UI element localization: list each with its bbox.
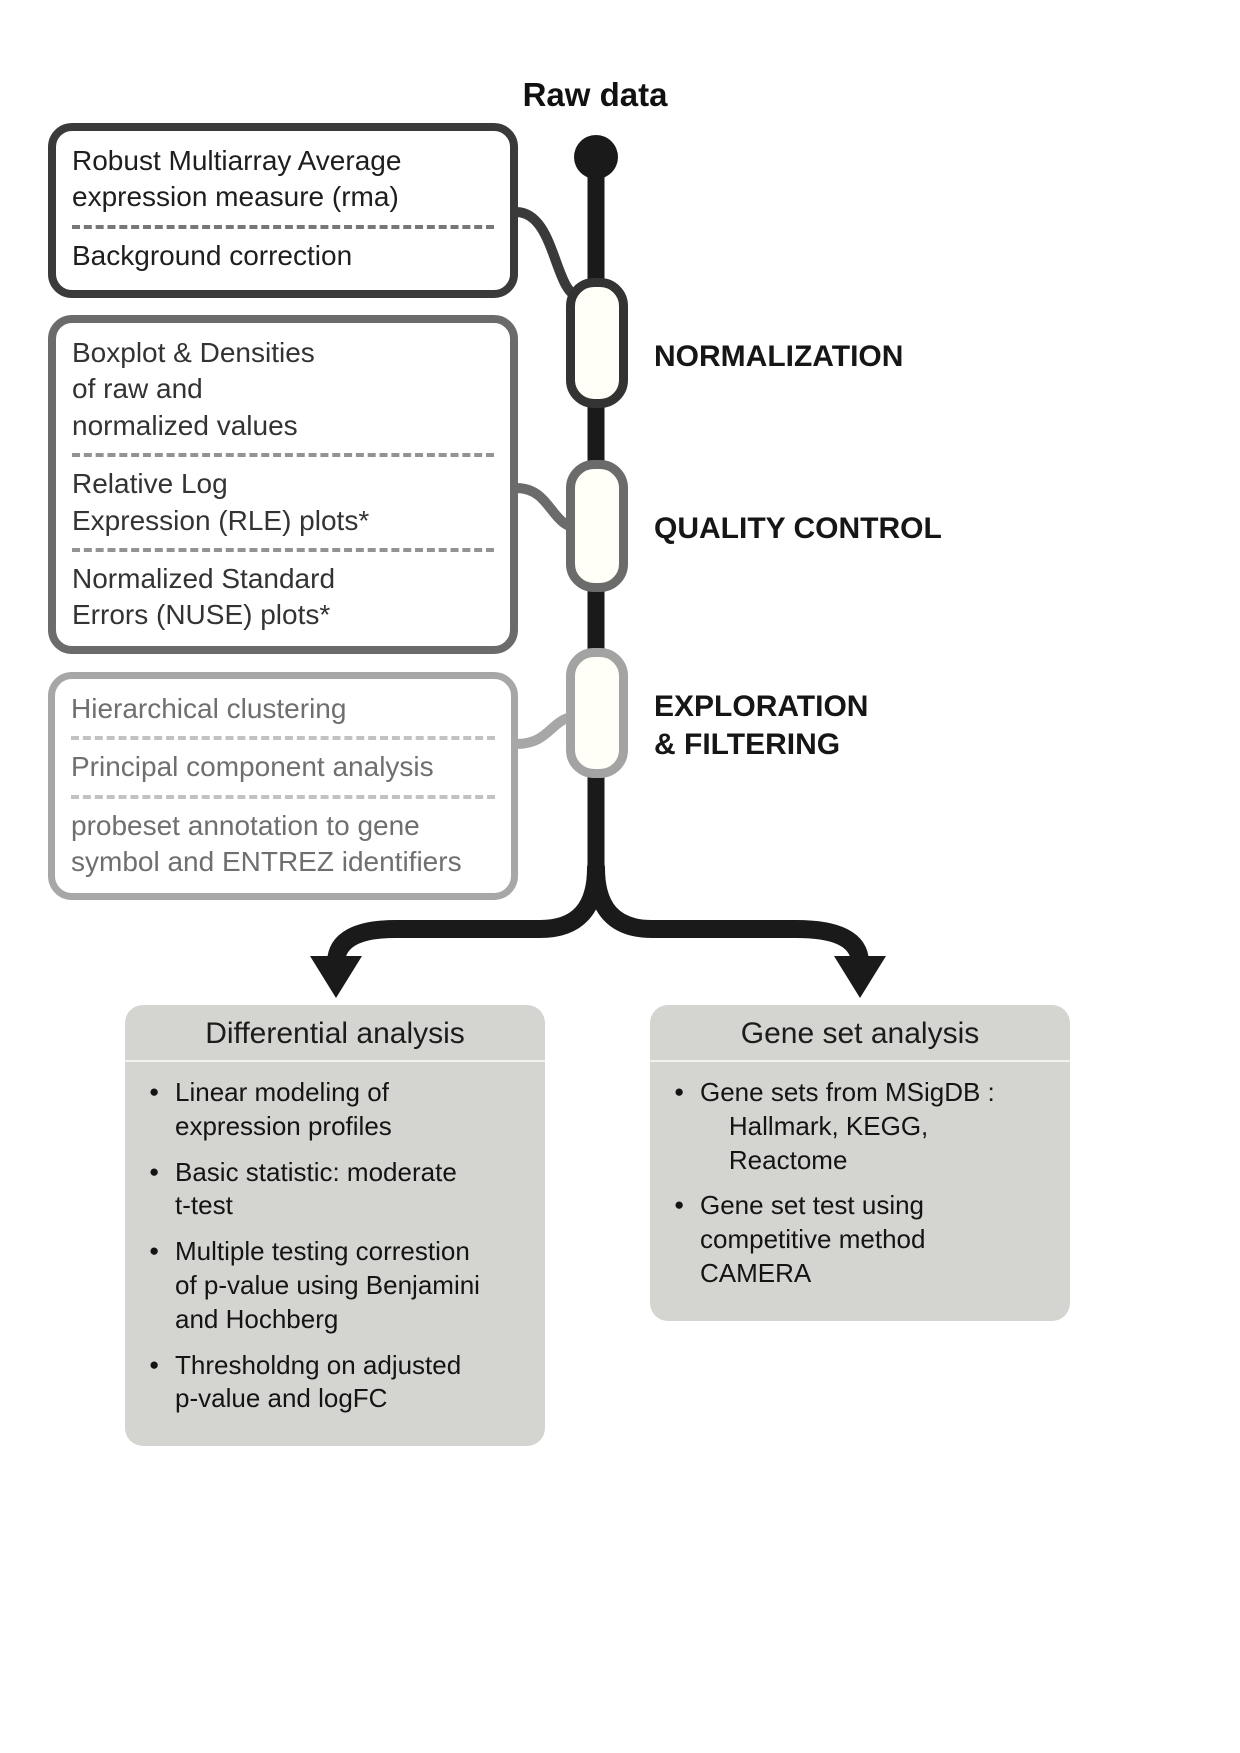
differential-analysis-title: Differential analysis xyxy=(125,1005,545,1062)
stage-label-exploration-filtering: EXPLORATION & FILTERING xyxy=(654,690,869,761)
normalization-node xyxy=(566,278,628,408)
raw-data-label: Raw data xyxy=(522,76,668,113)
stage-label-quality-control: QUALITY CONTROL xyxy=(654,512,942,545)
list-item: Multiple testing correstion of p-value u… xyxy=(149,1235,527,1336)
dashed-divider xyxy=(71,736,495,741)
right-arrowhead-icon xyxy=(834,956,886,998)
dashed-divider xyxy=(72,547,494,552)
normalization-methods-box: Robust Multiarray Average expression mea… xyxy=(48,123,518,298)
left-branch-line xyxy=(327,859,605,975)
left-arrowhead-icon xyxy=(310,956,362,998)
quality-control-methods-box: Boxplot & Densities of raw and normalize… xyxy=(48,315,518,654)
list-item: Gene sets from MSigDB : Hallmark, KEGG, … xyxy=(674,1076,1052,1177)
method-pca: Principal component analysis xyxy=(71,751,434,783)
dashed-divider xyxy=(72,224,494,229)
list-item: Basic statistic: moderate t-test xyxy=(149,1156,527,1224)
connector-normalization xyxy=(511,207,585,302)
differential-analysis-list: Linear modeling of expression profiles B… xyxy=(125,1076,545,1446)
list-item: Gene set test using competitive method C… xyxy=(674,1189,1052,1290)
right-branch-line xyxy=(587,859,869,975)
gene-set-analysis-box: Gene set analysis Gene sets from MSigDB … xyxy=(650,1005,1070,1321)
method-rle-plots: Relative Log Expression (RLE) plots* xyxy=(72,468,370,536)
list-item: Thresholdng on adjusted p-value and logF… xyxy=(149,1349,527,1417)
list-item: Linear modeling of expression profiles xyxy=(149,1076,527,1144)
differential-analysis-box: Differential analysis Linear modeling of… xyxy=(125,1005,545,1447)
stage-label-normalization: NORMALIZATION xyxy=(654,340,904,373)
gene-set-analysis-title: Gene set analysis xyxy=(650,1005,1070,1062)
gene-set-analysis-list: Gene sets from MSigDB : Hallmark, KEGG, … xyxy=(650,1076,1070,1321)
method-nuse-plots: Normalized Standard Errors (NUSE) plots* xyxy=(72,562,336,631)
method-probeset-annotation: probeset annotation to gene symbol and E… xyxy=(71,809,462,878)
exploration-methods-box: Hierarchical clustering Principal compon… xyxy=(48,672,518,900)
method-background-correction: Background correction xyxy=(72,239,353,271)
method-hierarchical-clustering: Hierarchical clustering xyxy=(71,693,347,724)
raw-data-dot xyxy=(574,135,618,179)
dashed-divider xyxy=(72,453,494,458)
dashed-divider xyxy=(71,794,495,799)
exploration-filtering-node xyxy=(566,648,628,778)
method-boxplot-densities: Boxplot & Densities of raw and normalize… xyxy=(72,337,315,441)
method-rma: Robust Multiarray Average expression mea… xyxy=(72,145,402,213)
quality-control-node xyxy=(566,460,628,592)
